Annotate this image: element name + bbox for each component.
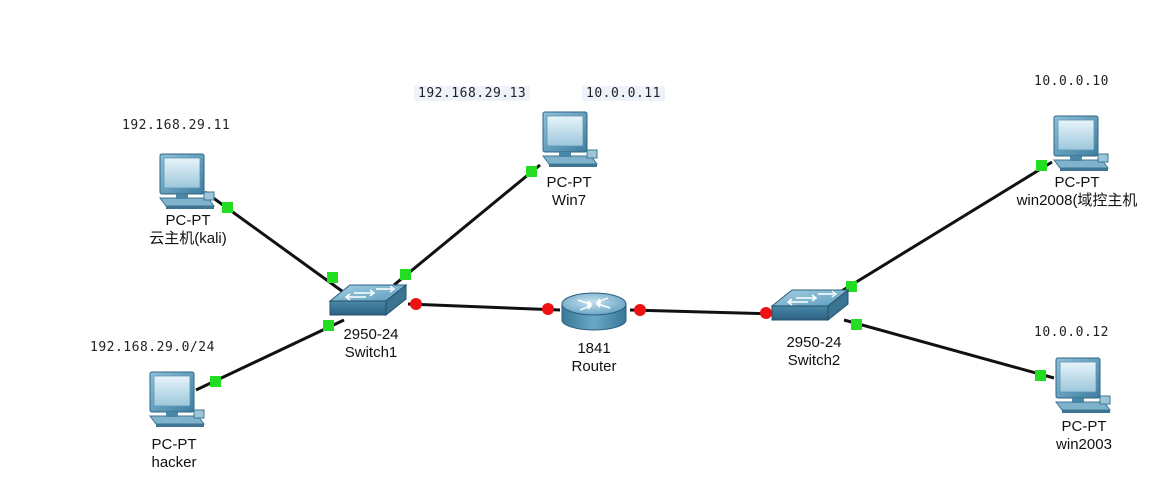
device-name: Router — [571, 358, 617, 375]
device-label-kali: PC-PT 云主机(kali) — [149, 212, 227, 248]
device-model: PC-PT — [151, 436, 197, 453]
port-up-indicator — [327, 272, 338, 283]
device-name: hacker — [151, 454, 197, 471]
port-up-indicator — [400, 269, 411, 280]
pc-win2003-icon[interactable] — [1055, 357, 1111, 414]
ip-label-kali: 192.168.29.11 — [122, 118, 231, 133]
device-model: 1841 — [577, 340, 611, 357]
device-name: win2008(域控主机 — [1016, 192, 1138, 209]
device-model: PC-PT — [546, 174, 592, 191]
port-down-indicator — [410, 298, 422, 310]
port-up-indicator — [526, 166, 537, 177]
device-label-win2003: PC-PT win2003 — [1056, 418, 1112, 454]
pc-win2008-icon[interactable] — [1053, 115, 1109, 172]
device-model: PC-PT — [1054, 174, 1100, 191]
ip-label-hacker: 192.168.29.0/24 — [90, 340, 215, 355]
port-up-indicator — [323, 320, 334, 331]
pc-kali-icon[interactable] — [159, 153, 215, 210]
device-name: 云主机(kali) — [149, 230, 227, 247]
ip-label-win2008: 10.0.0.10 — [1034, 74, 1109, 89]
port-up-indicator — [846, 281, 857, 292]
ip-label-win2003: 10.0.0.12 — [1034, 325, 1109, 340]
link-win7-switch1[interactable] — [393, 163, 541, 287]
port-down-indicator — [760, 307, 772, 319]
device-label-win2008: PC-PT win2008(域控主机 — [1017, 174, 1138, 210]
device-label-switch1: 2950-24 Switch1 — [343, 326, 398, 362]
router-icon[interactable] — [561, 292, 627, 331]
port-up-indicator — [210, 376, 221, 387]
device-name: Win7 — [551, 192, 587, 209]
device-label-win7: PC-PT Win7 — [547, 174, 592, 210]
device-label-switch2: 2950-24 Switch2 — [786, 334, 841, 370]
port-down-indicator — [542, 303, 554, 315]
switch2-icon[interactable] — [771, 289, 849, 321]
port-down-indicator — [634, 304, 646, 316]
device-model: 2950-24 — [343, 326, 399, 343]
device-name: Switch1 — [344, 344, 398, 361]
port-up-indicator — [1035, 370, 1046, 381]
link-switch1-router[interactable] — [407, 302, 561, 312]
device-model: 2950-24 — [786, 334, 842, 351]
pc-win7-icon[interactable] — [542, 111, 598, 168]
ip-label-win7-secondary: 10.0.0.11 — [582, 86, 665, 101]
device-name: win2003 — [1056, 436, 1112, 453]
port-up-indicator — [851, 319, 862, 330]
link-router-switch2[interactable] — [629, 308, 779, 316]
device-name: Switch2 — [787, 352, 841, 369]
link-switch2-win2008[interactable] — [839, 160, 1053, 294]
device-model: PC-PT — [1061, 418, 1107, 435]
port-indicators — [210, 160, 1047, 387]
port-up-indicator — [222, 202, 233, 213]
device-label-router: 1841 Router — [571, 340, 616, 376]
device-model: PC-PT — [165, 212, 211, 229]
port-up-indicator — [1036, 160, 1047, 171]
ip-label-win7-primary: 192.168.29.13 — [414, 86, 531, 101]
pc-hacker-icon[interactable] — [149, 371, 205, 428]
link-switch2-win2003[interactable] — [843, 318, 1055, 380]
device-label-hacker: PC-PT hacker — [151, 436, 196, 472]
links — [195, 160, 1055, 392]
